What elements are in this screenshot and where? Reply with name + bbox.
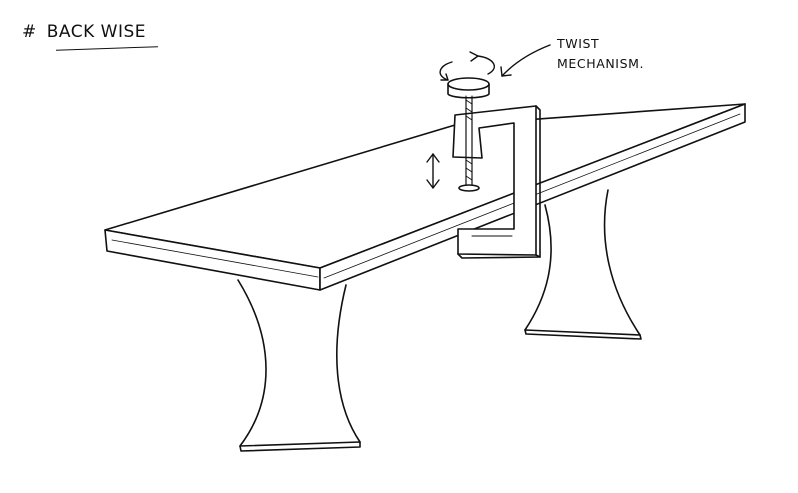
rotation-arrows-icon [440,52,494,80]
page-title: # BACK WISE [22,22,158,51]
c-clamp [448,78,540,258]
title-text: BACK WISE [46,22,147,42]
back-leg [525,190,641,339]
front-leg [238,280,360,451]
twist-mechanism-label: TWIST MECHANISM. [557,34,687,74]
hash-symbol: # [22,22,37,42]
annotation-line-2: MECHANISM. [557,56,645,71]
pointer-arrow-icon [501,45,550,76]
vertical-double-arrow-icon [427,154,439,188]
annotation-line-1: TWIST [557,36,600,51]
table-top [105,104,745,290]
